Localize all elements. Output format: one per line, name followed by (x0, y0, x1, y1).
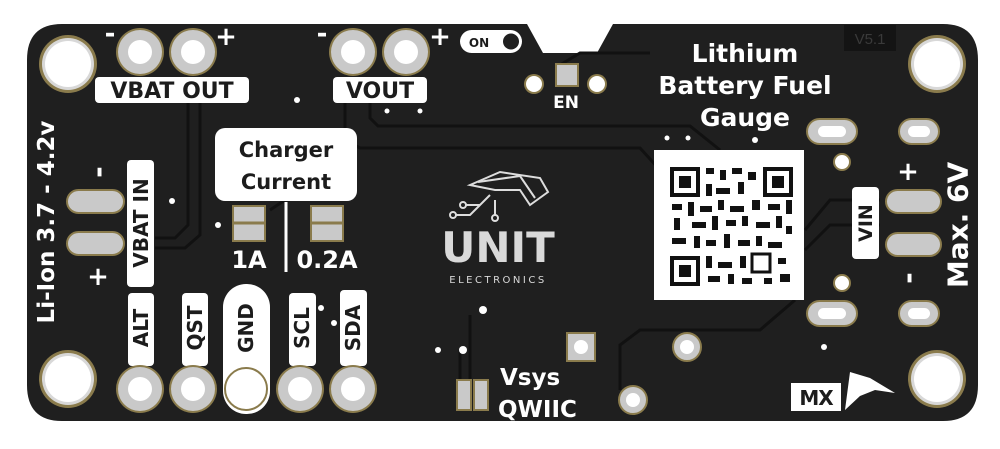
charger-label-bg (215, 128, 357, 201)
vbat-in-label-bg (127, 160, 154, 287)
mounting-hole (39, 35, 97, 93)
brand-name: UNIT (441, 223, 555, 272)
vsys-label: Vsys (500, 365, 560, 391)
vout-minus-pad (329, 28, 377, 76)
pin-pad-scl (276, 365, 324, 413)
eagle-icon (845, 372, 895, 410)
charger-line-2: Current (241, 170, 331, 194)
pin-label-alt: ALT (129, 308, 153, 347)
qr-code (654, 150, 804, 300)
battery-minus-sign: - (82, 166, 115, 178)
pin-label-qst: QST (183, 305, 207, 350)
title-line-2: Battery Fuel (658, 71, 831, 100)
en-label: EN (553, 93, 579, 113)
vout-plus-pad (382, 28, 430, 76)
pin-pad-alt (116, 365, 164, 413)
via (833, 153, 851, 171)
pin-label-sda: SDA (341, 304, 365, 351)
vbat-out-minus-sign: - (105, 19, 116, 49)
vin-minus-sign: - (892, 272, 925, 284)
vin-plus-sign: + (897, 157, 919, 187)
vin-plus-pad (885, 189, 942, 214)
label-1a: 1A (231, 246, 267, 274)
en-square-pad (555, 63, 579, 87)
brand-subtitle: ELECTRONICS (449, 275, 546, 286)
vbat-out-plus-pad (169, 28, 217, 76)
vout-minus-sign: - (317, 19, 328, 49)
vsys-jumper-pad (456, 379, 472, 411)
mx-logo-text: MX (799, 386, 834, 410)
mounting-hole (908, 35, 966, 93)
title-line-3: Gauge (700, 103, 790, 132)
vbat-out-minus-pad (116, 28, 164, 76)
pin-label-bg (340, 290, 367, 366)
vbat-in-label: VBAT IN (129, 178, 153, 267)
mounting-hole (908, 350, 966, 408)
version-box (844, 25, 896, 51)
vbat-out-label: VBAT OUT (110, 79, 233, 104)
max-voltage-label: Max. 6V (942, 161, 975, 288)
pin-label-gnd: GND (234, 303, 258, 353)
label-0-2a: 0.2A (296, 246, 358, 274)
vsys-jumper-pad (473, 379, 489, 411)
battery-minus-pad (66, 189, 125, 214)
vin-label-bg (852, 187, 879, 259)
pin-label-bg (289, 293, 316, 366)
charger-line-1: Charger (239, 138, 334, 162)
battery-plus-pad (66, 231, 125, 256)
vout-label: VOUT (346, 79, 414, 104)
pin-pad-sda (329, 365, 377, 413)
vbat-out-label-bg (95, 77, 249, 103)
battery-plus-sign: + (87, 262, 109, 292)
switch-knob (503, 33, 519, 50)
pin-label-scl: SCL (290, 307, 314, 349)
vin-label: VIN (855, 204, 877, 242)
pin-label-bg (128, 293, 154, 366)
title-line-1: Lithium (692, 39, 799, 68)
qwiic-label: QWIIC (498, 397, 577, 423)
version-label: V5.1 (855, 31, 886, 48)
vout-label-bg (333, 77, 427, 103)
battery-range-label: Li-Ion 3.7 - 4.2v (34, 121, 60, 324)
pin-label-bg (182, 293, 208, 366)
mounting-hole (39, 350, 97, 408)
switch-label: ON (469, 36, 489, 50)
via (833, 274, 851, 292)
mx-logo (791, 383, 841, 411)
vias (169, 97, 827, 350)
vout-plus-sign: + (429, 22, 451, 52)
unit-logo (449, 170, 550, 222)
vin-minus-pad (885, 232, 942, 257)
vbat-out-plus-sign: + (215, 22, 237, 52)
pin-pad-qst (169, 365, 217, 413)
